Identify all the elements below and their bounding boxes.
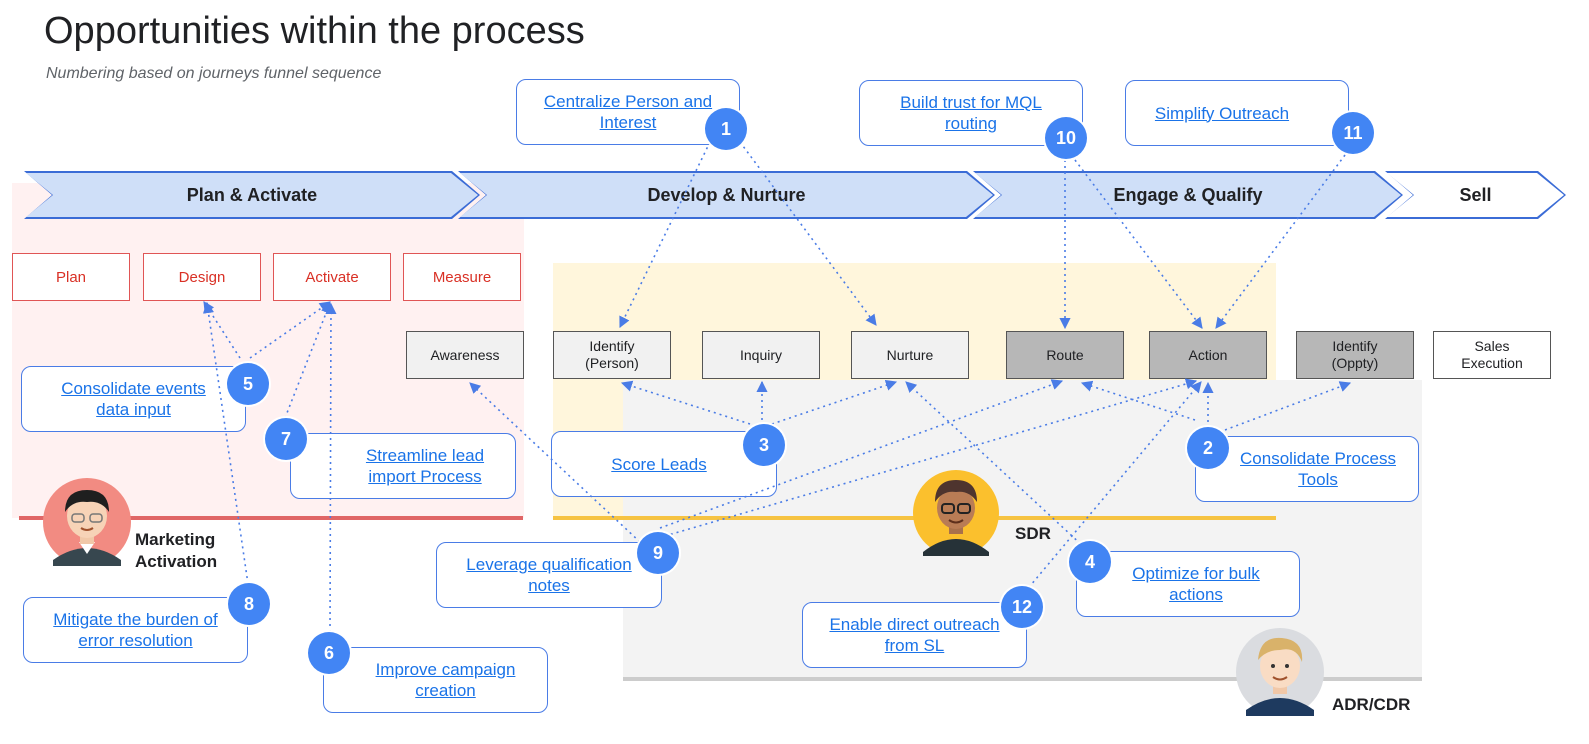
phase-engage-qualify: Engage & Qualify [973,171,1403,219]
opportunity-2: Consolidate Process Tools [1195,436,1419,502]
stage-sales-execution: Sales Execution [1433,331,1551,379]
phase-sell: Sell [1385,171,1566,219]
phase-label: Engage & Qualify [1113,184,1263,205]
opportunity-11: Simplify Outreach [1125,80,1349,146]
stage-label: Awareness [430,346,500,363]
stage-action: Action [1149,331,1267,379]
step-plan: Plan [12,253,130,301]
opportunity-9: Leverage qualification notes [436,542,662,608]
marketing-avatar-icon [43,478,131,566]
opportunity-12-link[interactable]: Enable direct outreach from SL [829,615,1000,655]
opportunity-6: Improve campaign creation [323,647,548,713]
stage-identify-oppty: Identify (Oppty) [1296,331,1414,379]
adr-avatar-icon [1236,628,1324,716]
stage-label: Route [1046,346,1084,363]
marketing-persona-label: Marketing Activation [135,530,218,571]
sdr-avatar-icon [913,470,999,556]
opportunity-9-link[interactable]: Leverage qualification notes [466,555,632,595]
stage-identify-person: Identify (Person) [553,331,671,379]
opportunity-8-link[interactable]: Mitigate the burden of error resolution [53,610,218,650]
sdr-persona-label: SDR [1015,524,1051,543]
stage-label: Identify (Oppty) [1331,338,1379,371]
adr-persona-label: ADR/CDR [1332,695,1411,714]
adr-rule [623,677,1422,681]
badge-10: 10 [1045,117,1087,159]
badge-7: 7 [265,418,307,460]
page-title: Opportunities within the process [44,10,585,52]
phase-plan-activate: Plan & Activate [24,171,480,219]
marketing-rule [19,516,523,520]
stage-label: Inquiry [739,346,783,363]
step-measure: Measure [403,253,521,301]
badge-4: 4 [1069,541,1111,583]
badge-12: 12 [1001,586,1043,628]
badge-3: 3 [743,424,785,466]
opportunity-4-link[interactable]: Optimize for bulk actions [1132,564,1260,604]
stage-label: Identify (Person) [585,338,639,371]
opportunity-7-link[interactable]: Streamline lead import Process [365,446,485,486]
opportunity-8: Mitigate the burden of error resolution [23,597,248,663]
stage-label: Sales Execution [1461,338,1523,371]
opportunity-5: Consolidate events data input [21,366,246,432]
stage-awareness: Awareness [406,331,524,379]
opportunity-12: Enable direct outreach from SL [802,602,1027,668]
opportunity-11-link[interactable]: Simplify Outreach [1154,103,1290,123]
badge-2: 2 [1187,427,1229,469]
badge-5: 5 [227,363,269,405]
stage-inquiry: Inquiry [702,331,820,379]
opportunity-7: Streamline lead import Process [290,433,516,499]
opportunity-10-link[interactable]: Build trust for MQL routing [900,93,1042,133]
phase-label: Develop & Nurture [647,184,806,205]
opportunity-6-link[interactable]: Improve campaign creation [375,660,516,700]
phase-label: Plan & Activate [186,184,318,205]
opportunity-2-link[interactable]: Consolidate Process Tools [1240,449,1396,489]
phase-develop-nurture: Develop & Nurture [458,171,995,219]
step-activate: Activate [273,253,391,301]
page-subtitle: Numbering based on journeys funnel seque… [46,65,382,82]
badge-1: 1 [705,108,747,150]
opportunity-1-link[interactable]: Centralize Person and Interest [543,92,713,132]
badge-9: 9 [637,532,679,574]
badge-8: 8 [228,583,270,625]
stage-route: Route [1006,331,1124,379]
stage-label: Action [1188,346,1228,363]
phase-label: Sell [1459,184,1492,205]
opportunity-3-link[interactable]: Score Leads [611,454,707,474]
step-design: Design [143,253,261,301]
stage-nurture: Nurture [851,331,969,379]
opportunity-5-link[interactable]: Consolidate events data input [61,379,206,419]
badge-11: 11 [1332,112,1374,154]
stage-label: Nurture [886,346,934,363]
badge-6: 6 [308,632,350,674]
